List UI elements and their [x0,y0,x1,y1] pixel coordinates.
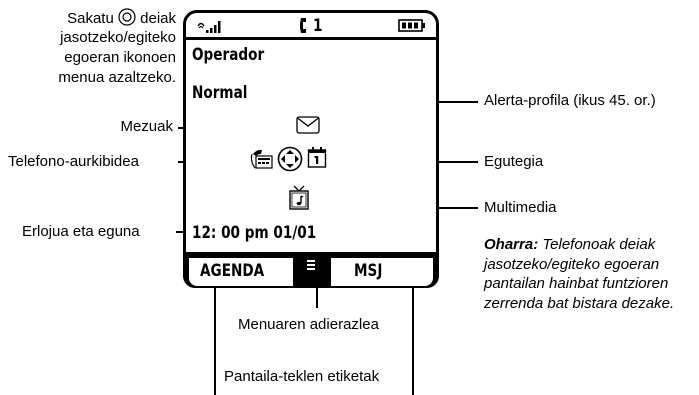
active-line-icon [298,17,310,39]
messages-icon [296,116,320,139]
signal-strength-icon [196,18,228,39]
softkey-right-label: MSJ [354,261,383,281]
note-text: Telefonoak deiak jasotzeko/egiteko egoer… [484,236,675,312]
menu-hint-line4: menua azaltzeko. [58,69,176,86]
phone-screen: 1 Operador Normal [183,10,439,288]
menu-hint-line2: jasotzeko/egiteko [60,29,176,46]
phonebook-icon [250,148,274,175]
status-divider [186,37,436,40]
menu-hint-line1: Sakatu deiak [10,8,176,31]
battery-icon [398,19,426,37]
callout-multimedia: Multimedia [484,199,557,216]
alert-profile: Normal [192,83,248,103]
callout-alerta: Alerta-profila (ikus 45. or.) [484,92,656,109]
leader-pantaila-left [214,264,216,395]
callout-egutegia: Egutegia [484,153,544,170]
softkey-left-label: AGENDA [200,261,265,281]
clock-date: 12: 00 pm 01/01 [192,223,317,243]
line-indicator: 1 [313,16,323,36]
leader-pantaila-right [412,264,414,395]
callout-telefono: Telefono-aurkibidea [8,153,139,170]
menu-indicator-icon [306,259,316,278]
operator-name: Operador [192,45,265,65]
softkey-right[interactable] [331,258,433,286]
menu-hint-line3: egoeran ikonoen [64,49,176,66]
multimedia-icon [288,185,310,216]
calendar-icon [307,146,327,173]
callout-erlojua: Erlojua eta eguna [22,223,140,240]
callout-menuaren: Menuaren adierazlea [238,316,379,333]
nav-key-icon [118,8,136,31]
callout-pantaila: Pantaila-teklen etiketak [224,368,380,385]
note-label: Oharra: [484,236,539,253]
callout-mezuak: Mezuak [120,118,173,135]
note: Oharra: Telefonoak deiak jasotzeko/egite… [484,235,694,313]
softkey-left[interactable] [189,258,293,286]
nav-key-center-icon [277,146,303,177]
